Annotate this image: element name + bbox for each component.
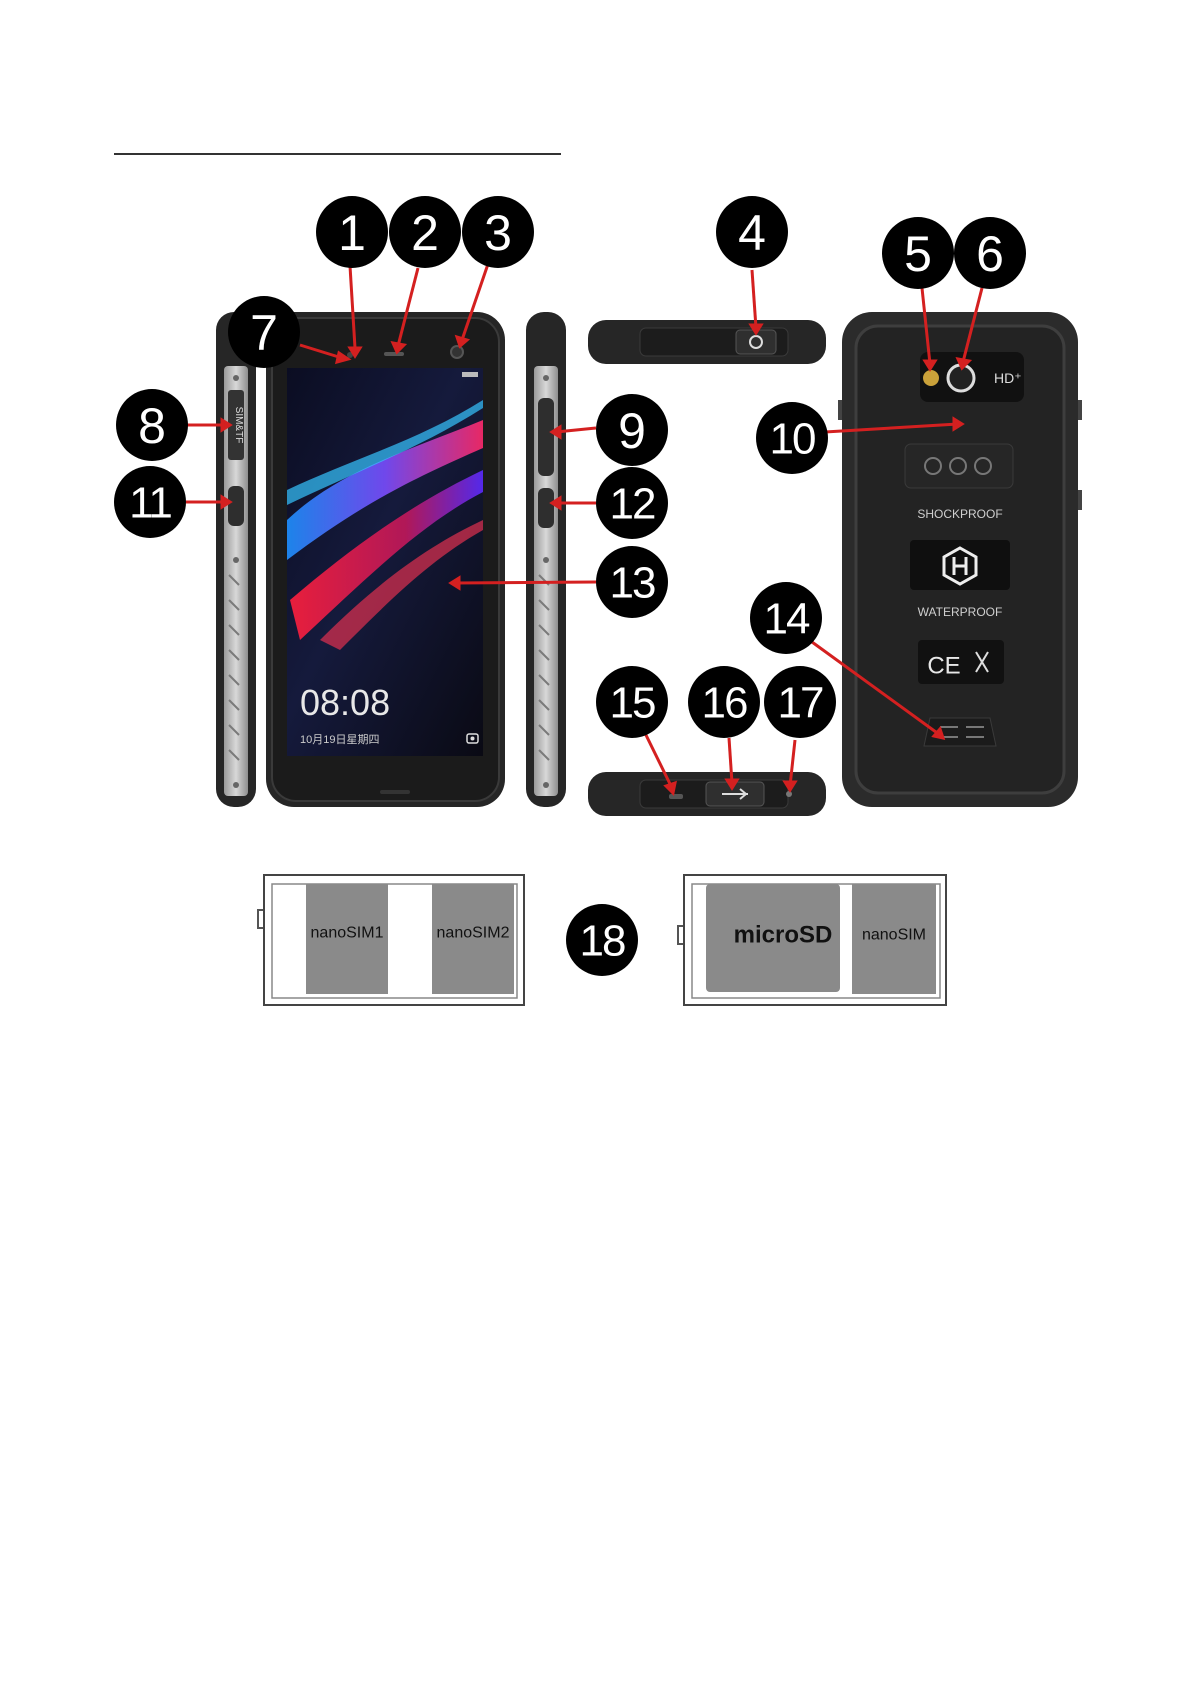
svg-text:15: 15 (610, 679, 655, 728)
svg-text:2: 2 (411, 205, 439, 261)
hd-badge: HD⁺ (994, 370, 1022, 386)
battery-icon (462, 372, 478, 377)
svg-text:14: 14 (764, 595, 810, 644)
microphone-hole (669, 794, 683, 799)
lockscreen-time: 08:08 (300, 682, 390, 723)
sim-tray-left: nanoSIM1 nanoSIM2 (258, 875, 524, 1005)
shockproof-label: SHOCKPROOF (917, 507, 1002, 521)
svg-text:4: 4 (738, 205, 766, 261)
svg-text:9: 9 (618, 403, 646, 459)
flash-led (923, 370, 939, 386)
waterproof-label: WATERPROOF (918, 605, 1003, 619)
phone-front: 08:08 10月19日星期四 (266, 312, 505, 807)
nanosim-label: nanoSIM (862, 927, 926, 944)
callout-13: 13 (596, 546, 668, 618)
callout-14: 14 (750, 582, 822, 654)
earpiece (384, 352, 404, 356)
svg-text:17: 17 (778, 679, 823, 728)
nanosim1-label: nanoSIM1 (311, 925, 384, 942)
callout-4: 4 (716, 196, 788, 268)
svg-text:5: 5 (904, 226, 932, 282)
callout-18: 18 (566, 904, 638, 976)
phone-top-view (588, 320, 826, 364)
svg-text:11: 11 (129, 479, 171, 528)
callout-17: 17 (764, 666, 836, 738)
phone-back: HD⁺ SHOCKPROOF WATERPROOF CE (838, 312, 1082, 807)
volume-key[interactable] (538, 398, 554, 476)
callout-11: 11 (114, 466, 186, 538)
callout-9: 9 (596, 394, 668, 466)
svg-text:18: 18 (580, 917, 625, 966)
front-camera (451, 346, 463, 358)
callout-10: 10 (756, 402, 828, 474)
svg-text:8: 8 (138, 398, 166, 454)
phone-right-side (526, 312, 566, 807)
callout-1: 1 (316, 196, 388, 268)
callout-3: 3 (462, 196, 534, 268)
svg-text:3: 3 (484, 205, 512, 261)
callout-5: 5 (882, 217, 954, 289)
nanosim2-label: nanoSIM2 (437, 925, 510, 942)
power-key[interactable] (538, 488, 554, 528)
callout-8: 8 (116, 389, 188, 461)
sim-tf-label: SIM&TF (233, 407, 244, 444)
microsd-label: microSD (734, 922, 833, 949)
callout-15: 15 (596, 666, 668, 738)
callout-2: 2 (389, 196, 461, 268)
lockscreen-date: 10月19日星期四 (300, 733, 379, 746)
callout-16: 16 (688, 666, 760, 738)
reset-hole (786, 791, 792, 797)
svg-text:12: 12 (610, 480, 655, 529)
sim-tray-right: microSD nanoSIM (678, 875, 946, 1005)
phone-left-side: SIM&TF (216, 312, 256, 807)
callout-7: 7 (228, 296, 300, 368)
callout-12: 12 (596, 467, 668, 539)
svg-text:10: 10 (770, 415, 815, 464)
svg-text:6: 6 (976, 226, 1004, 282)
ce-mark: CE (927, 653, 960, 680)
svg-text:16: 16 (702, 679, 747, 728)
svg-text:1: 1 (338, 205, 366, 261)
callout-6: 6 (954, 217, 1026, 289)
svg-text:7: 7 (250, 305, 278, 361)
svg-text:13: 13 (610, 559, 655, 608)
left-side-key[interactable] (228, 486, 244, 526)
